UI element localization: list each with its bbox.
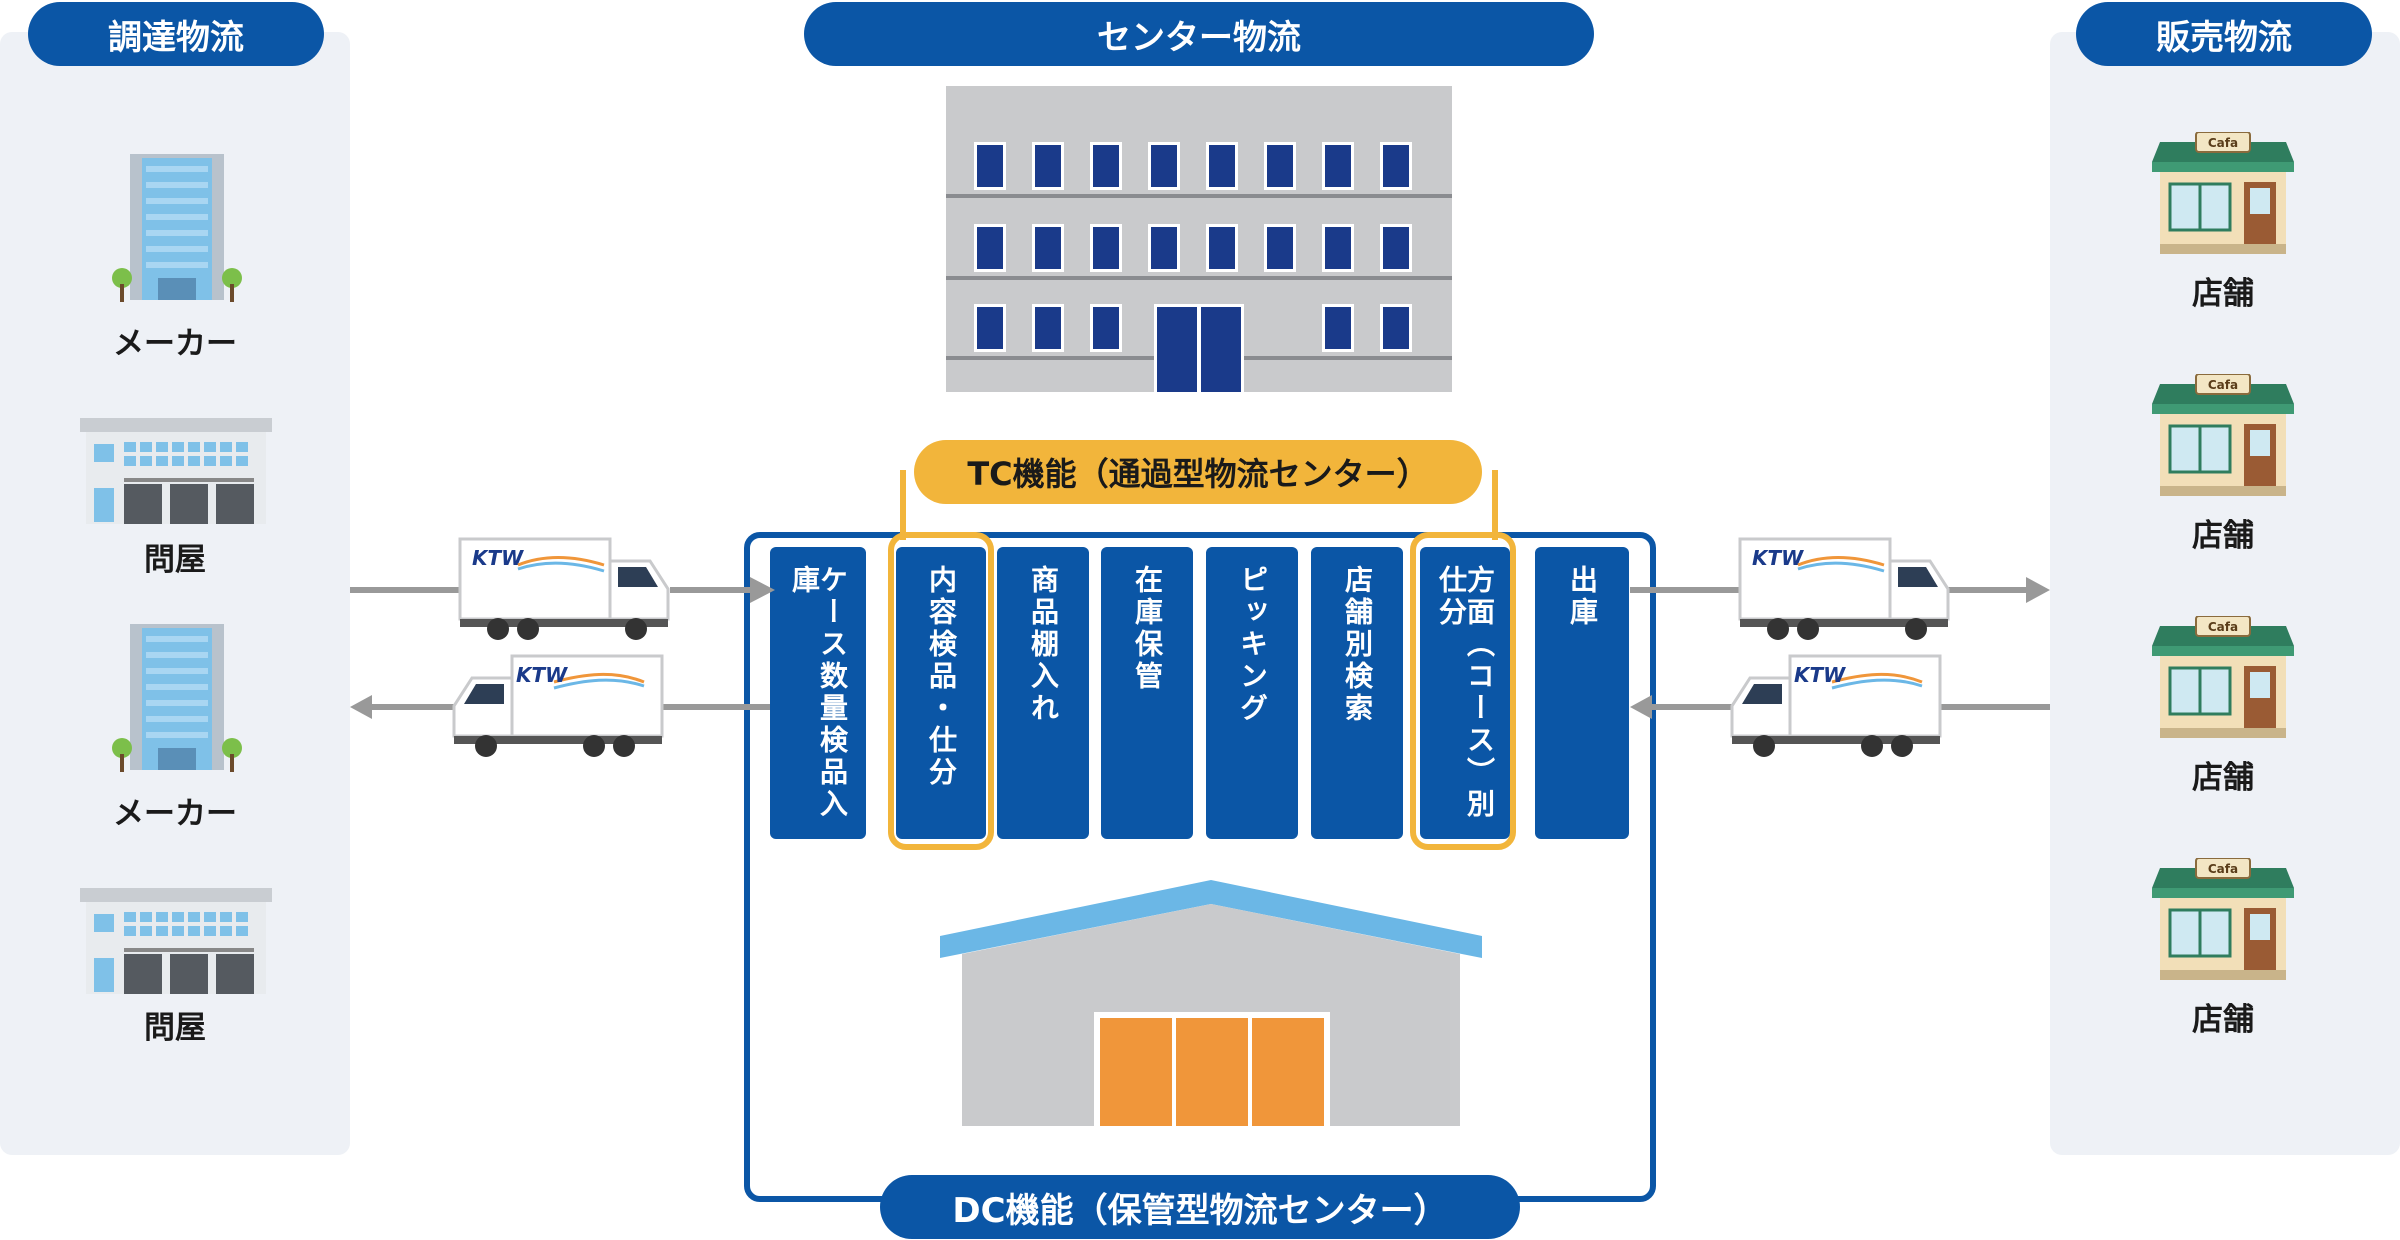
store-icon: Cafa: [2152, 374, 2294, 496]
process-step-route-sorting: 方面（コース）別仕分: [1420, 547, 1510, 839]
tc-bracket-left: [900, 470, 906, 540]
svg-text:Cafa: Cafa: [2208, 378, 2238, 392]
tc-bracket-right: [1492, 470, 1498, 540]
truck-icon: KTW: [1728, 652, 1942, 760]
truck-icon: KTW: [1738, 535, 1952, 643]
store-label-3: 店舗: [2192, 760, 2254, 796]
center-header: センター物流: [804, 2, 1594, 66]
supplier-label-2: 問屋: [144, 542, 206, 578]
supplier-label-3: メーカー: [113, 796, 237, 832]
store-icon: Cafa: [2152, 858, 2294, 980]
maker-building-icon: [112, 150, 242, 305]
dc-function-label: DC機能（保管型物流センター）: [880, 1175, 1520, 1239]
tc-highlight-inspection: [888, 532, 994, 850]
outbound-arrow-top: [1630, 575, 2050, 605]
process-step-shelving: 商品棚入れ: [997, 547, 1089, 839]
tc-function-label: TC機能（通過型物流センター）: [914, 440, 1482, 504]
process-step-picking: ピッキング: [1206, 547, 1298, 839]
svg-text:Cafa: Cafa: [2208, 136, 2238, 150]
truck-icon: KTW: [450, 652, 664, 760]
wholesaler-building-icon: [80, 888, 272, 994]
tc-highlight-route-sorting: [1410, 532, 1516, 850]
svg-text:KTW: KTW: [1794, 663, 1846, 687]
return-arrow-right: [1630, 692, 2050, 722]
svg-text:KTW: KTW: [472, 546, 524, 570]
store-label-1: 店舗: [2192, 276, 2254, 312]
process-step-inspection-sorting: 内容検品・仕分: [896, 547, 986, 839]
procurement-header: 調達物流: [28, 2, 324, 66]
svg-text:KTW: KTW: [516, 663, 568, 687]
store-icon: Cafa: [2152, 616, 2294, 738]
process-step-shipping: 出庫: [1535, 547, 1629, 839]
process-step-storage: 在庫保管: [1101, 547, 1193, 839]
return-arrow-left: [350, 692, 770, 722]
supplier-label-1: メーカー: [113, 326, 237, 362]
inbound-arrow-top: [350, 575, 775, 605]
process-step-store-sorting: 店舗別検索: [1311, 547, 1403, 839]
svg-text:Cafa: Cafa: [2208, 862, 2238, 876]
store-label-4: 店舗: [2192, 1002, 2254, 1038]
wholesaler-building-icon: [80, 418, 272, 524]
store-icon: Cafa: [2152, 132, 2294, 254]
supplier-label-4: 問屋: [144, 1010, 206, 1046]
warehouse-icon: [940, 880, 1482, 1126]
center-office-building-icon: [946, 86, 1452, 392]
truck-icon: KTW: [458, 535, 672, 643]
process-step-receiving: ケース数量検品入庫: [770, 547, 866, 839]
sales-header: 販売物流: [2076, 2, 2372, 66]
maker-building-icon: [112, 620, 242, 775]
svg-text:Cafa: Cafa: [2208, 620, 2238, 634]
svg-text:KTW: KTW: [1752, 546, 1804, 570]
store-label-2: 店舗: [2192, 518, 2254, 554]
